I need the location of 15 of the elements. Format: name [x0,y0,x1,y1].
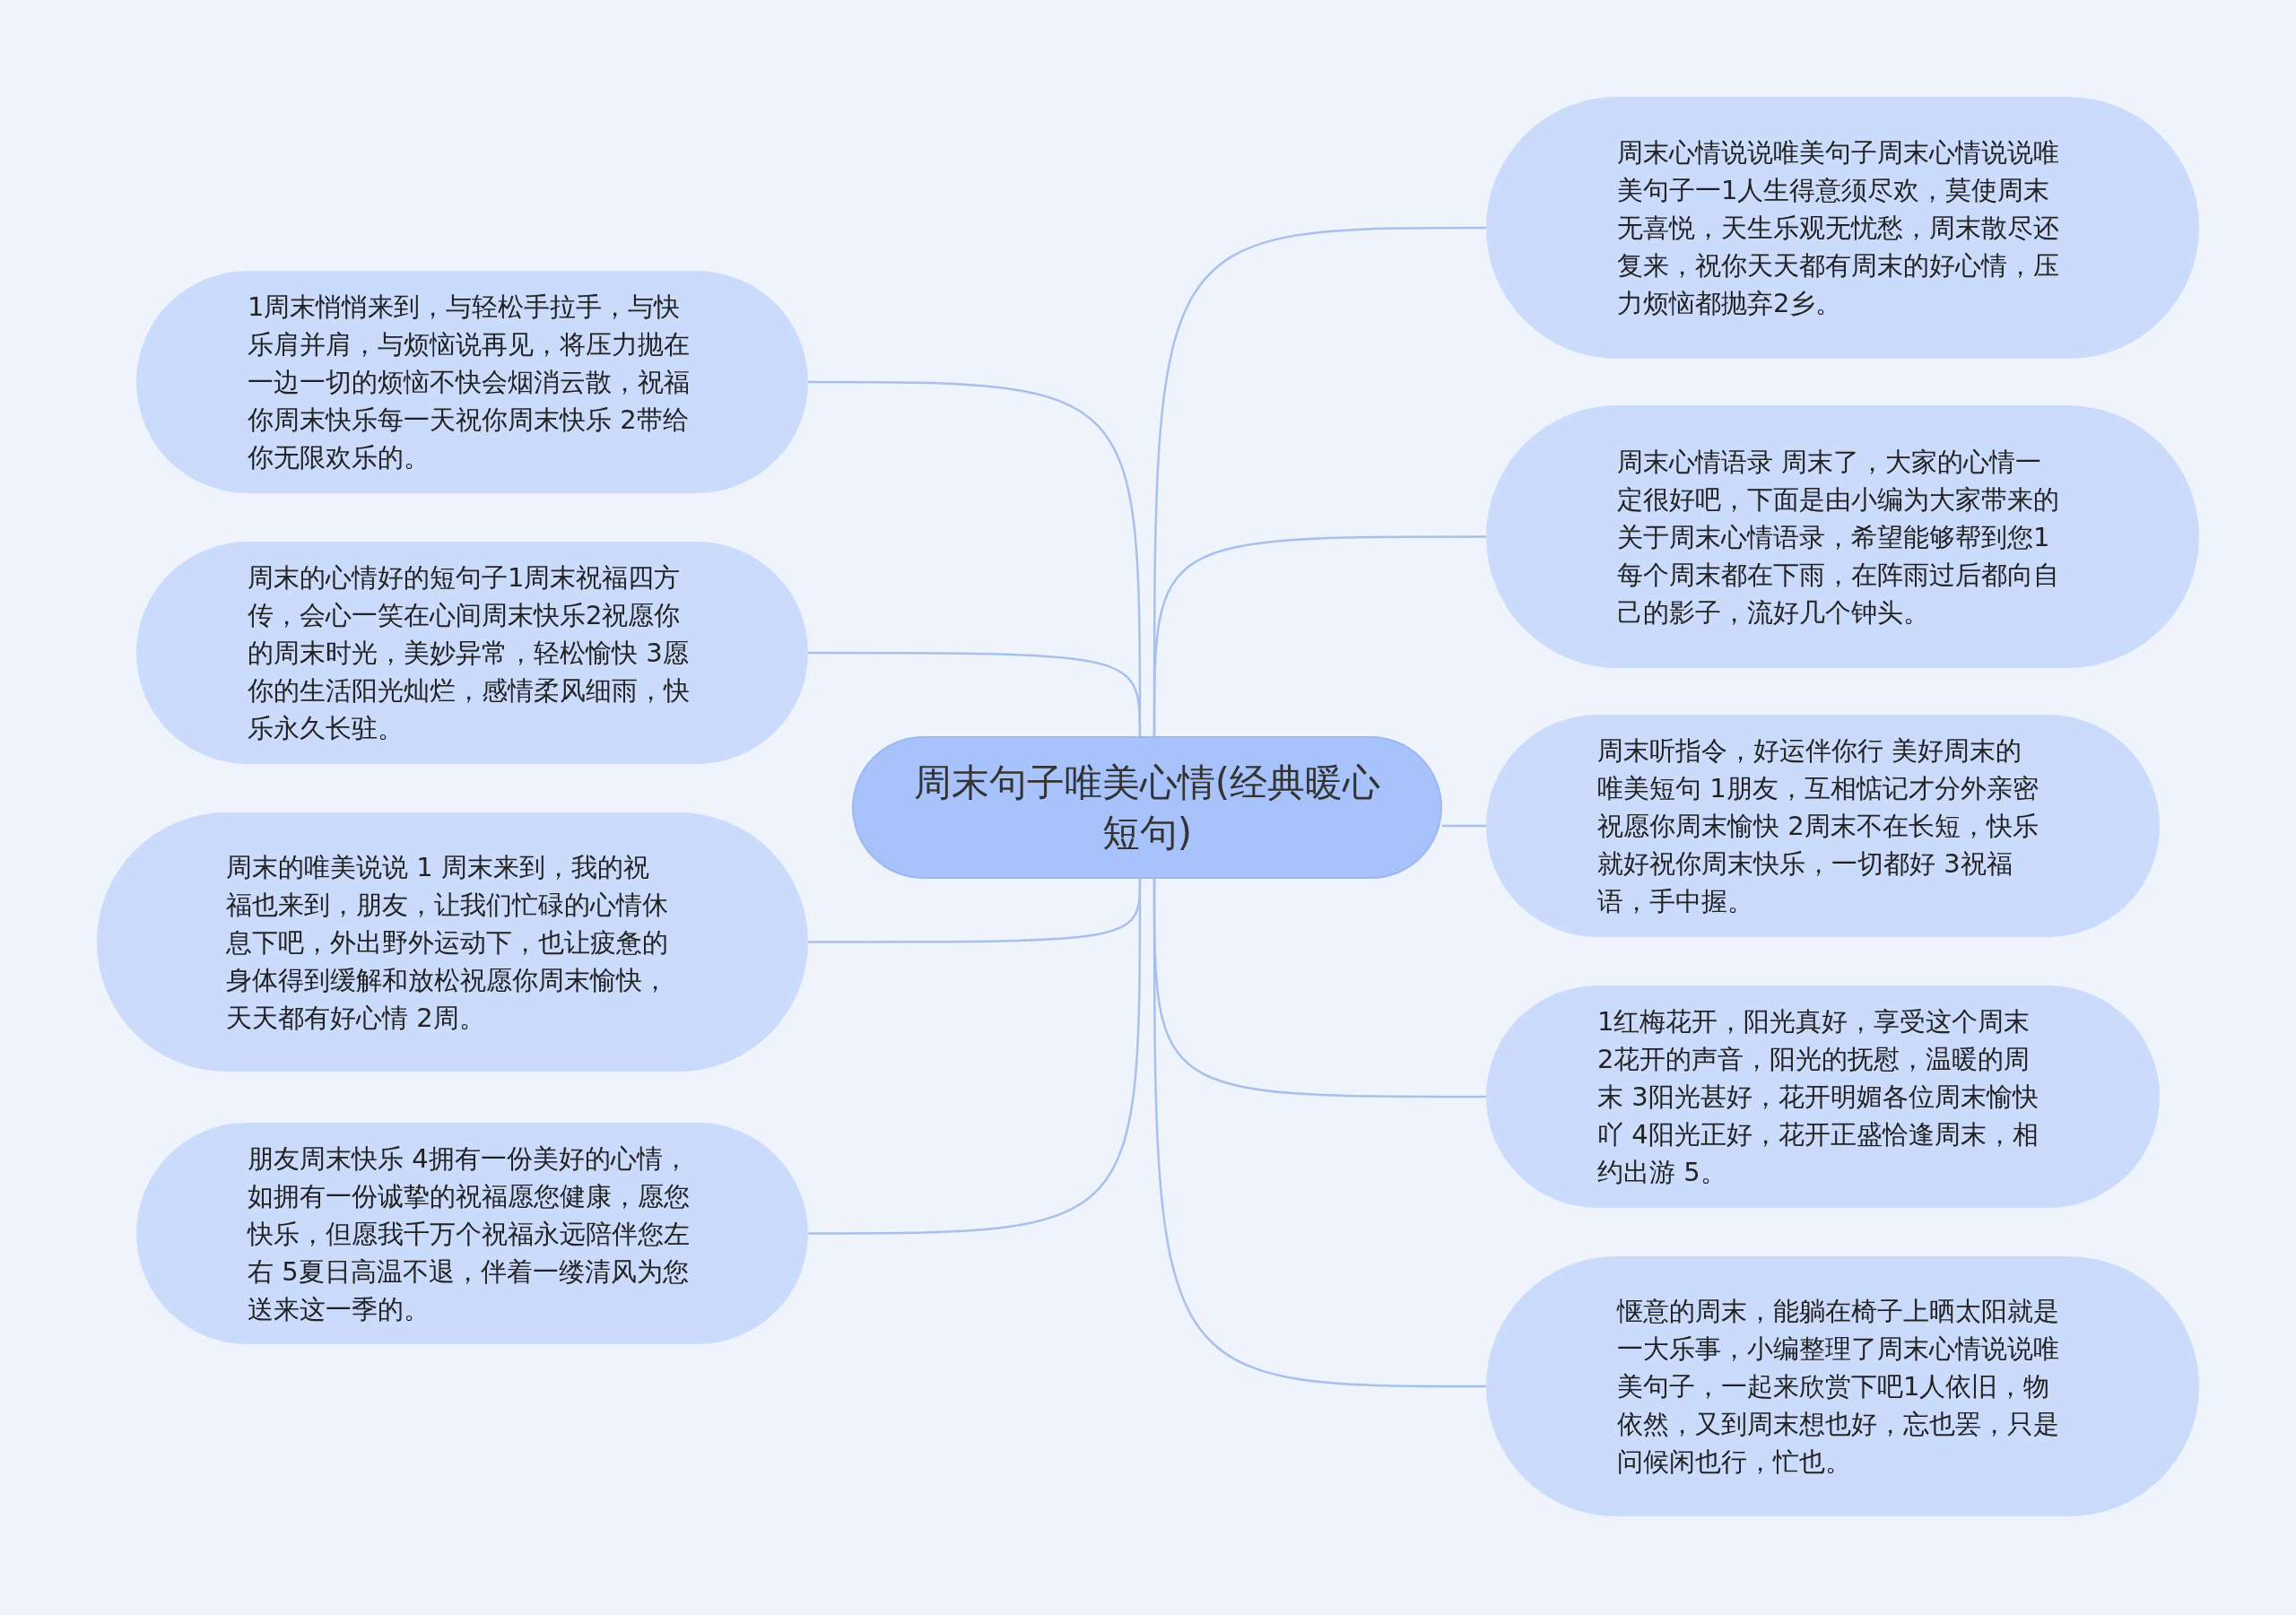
connector-line [1152,535,1486,736]
topic-text: 周末听指令，好运伴你行 美好周末的唯美短句 1朋友，互相惦记才分外亲密祝愿你周末愉快 2周末不在长短，快乐就好祝你周末快乐，一切都好 3祝福语，手中握。 [1597,734,2039,918]
topic-text: 1周末悄悄来到，与轻松手拉手，与快乐肩并肩，与烦恼说再见，将压力抛在一边一切的烦恼不快会烟消云散，祝福你周末快乐每一天祝你周末快乐 2带给你无限欢乐的。 [248,291,691,474]
topic-text: 周末心情语录 周末了，大家的心情一定很好吧，下面是由小编为大家带来的关于周末心情语录，希望能够帮到您1每个周末都在下雨，在阵雨过后都向自己的影子，流好几个钟头。 [1617,445,2060,630]
connector-line [808,879,1142,1235]
topic-text: 周末的心情好的短句子1周末祝福四方传，会心一笑在心间周末快乐2祝愿你的周末时光，美妙异常，轻松愉快 3愿你的生活阳光灿烂，感情柔风细雨，快乐永久长驻。 [248,561,691,745]
topic-text: 周末的唯美说说 1 周末来到，我的祝福也来到，朋友，让我们忙碌的心情休息下吧，外出野外运动下，也让疲惫的身体得到缓解和放松祝愿你周末愉快，天天都有好心情 2周。 [226,850,669,1035]
central-topic-text: 周末句子唯美心情(经典暖心短句) [912,759,1382,856]
topic-text: 周末心情说说唯美句子周末心情说说唯美句子一1人生得意须尽欢，莫使周末无喜悦，天生乐观无忧愁，周末散尽还复来，祝你天天都有周末的好心情，压力烦恼都抛弃2乡。 [1617,136,2060,320]
topic-text: 惬意的周末，能躺在椅子上晒太阳就是一大乐事，小编整理了周末心情说说唯美句子，一起来欣赏下吧1人依旧，物依然，又到周末想也好，忘也罢，只是问候闲也行，忙也。 [1617,1295,2060,1479]
topic-text: 1红梅花开，阳光真好，享受这个周末 2花开的声音，阳光的抚慰，温暖的周末 3阳光甚好，花开明媚各位周末愉快吖 4阳光正好，花开正盛恰逢周末，相约出游 5。 [1597,1005,2039,1189]
connector-line [1152,879,1486,1388]
connector-line [1442,824,1486,828]
topic-text: 朋友周末快乐 4拥有一份美好的心情，如拥有一份诚挚的祝福愿您健康，愿您快乐，但愿我千万个祝福永远陪伴您左右 5夏日高温不退，伴着一缕清风为您送来这一季的。 [248,1142,691,1326]
connector-line [808,651,1142,736]
